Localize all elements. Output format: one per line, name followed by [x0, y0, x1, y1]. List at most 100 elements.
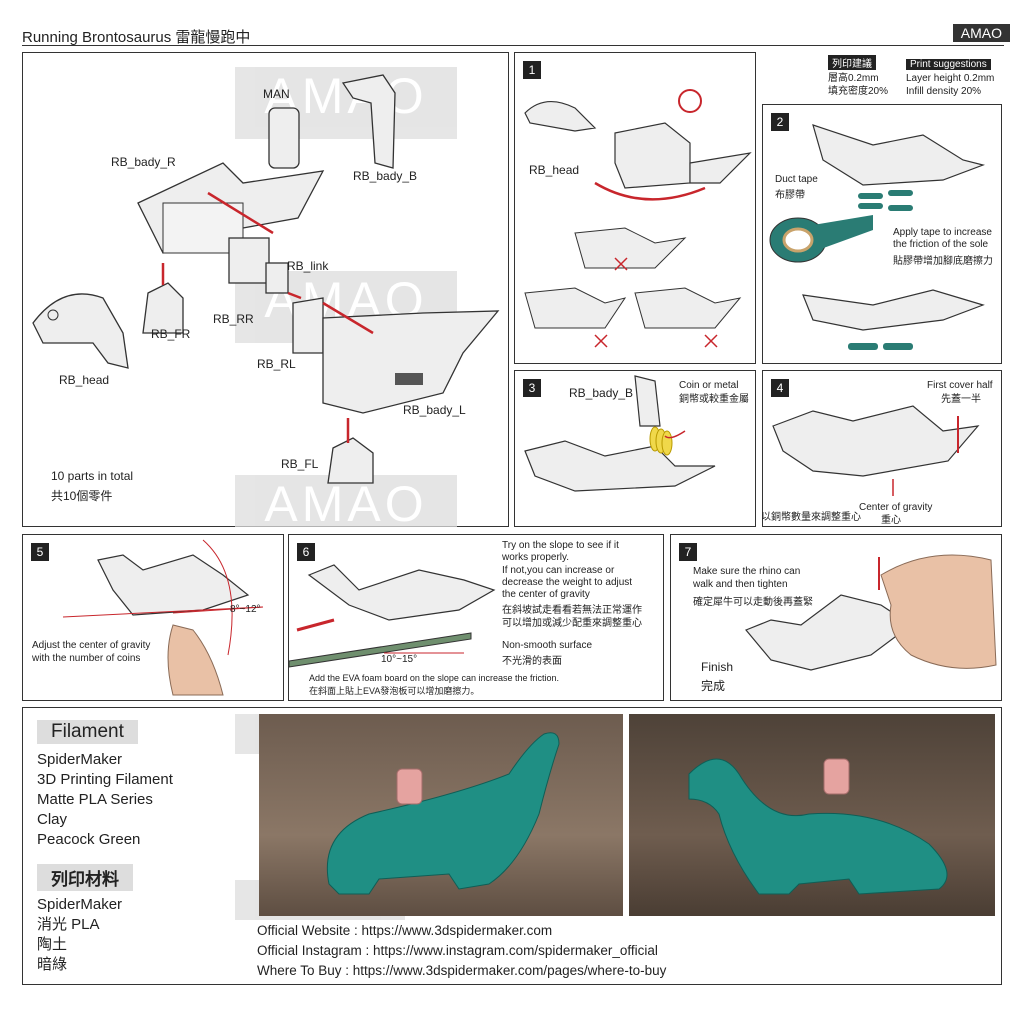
apply-tape-zh: 貼膠帶增加腳底磨擦力 — [893, 256, 993, 267]
step-6-panel: 6 Try on the slope to see if it works pr… — [288, 534, 664, 701]
step-5-text-1: Adjust the center of gravity — [32, 640, 151, 651]
print-infill-en: Infill density 20% — [906, 86, 982, 97]
step-1-head-label: RB_head — [529, 163, 580, 177]
website-link[interactable]: Official Website : https://www.3dspiderm… — [257, 923, 553, 938]
coin-en: Coin or metal — [679, 380, 739, 391]
step-3-panel: 3 RB_bady_B Coin or metal 銅幣或較重金屬 — [514, 370, 756, 527]
filament-section-en: Filament SpiderMaker 3D Printing Filamen… — [37, 720, 173, 850]
step-2-panel: 2 Duct tape 布膠帶 Apply tape to increase t… — [762, 104, 1002, 364]
filament-heading-en: Filament — [37, 720, 138, 744]
step-3-illustration — [524, 375, 716, 492]
part-label-man: MAN — [263, 87, 290, 101]
part-label-rr: RB_RR — [213, 312, 254, 326]
filament-item: 消光 PLA — [37, 916, 100, 933]
step-1-illustration — [524, 89, 752, 348]
part-label-rl: RB_RL — [257, 357, 296, 371]
watermark: AMAO — [235, 475, 457, 532]
part-label-head: RB_head — [59, 373, 110, 387]
print-suggestions-zh: 列印建議 層高0.2mm 填充密度20% — [828, 54, 888, 98]
step-4-panel: 4 First cover half 先蓋一半 Center of gravit… — [761, 370, 1002, 527]
step-6-try-5: the center of gravity — [502, 589, 590, 600]
first-cover-en: First cover half — [927, 380, 993, 391]
print-tag-en: Print suggestions — [906, 59, 991, 70]
parts-total-en: 10 parts in total — [51, 469, 134, 483]
filament-item: 3D Printing Filament — [37, 771, 173, 788]
step-1-panel: 1 RB_head — [514, 52, 756, 364]
filament-section-zh: 列印材料 SpiderMaker 消光 PLA 陶土 暗綠 — [37, 864, 133, 975]
part-label-body-l: RB_bady_L — [403, 403, 466, 417]
step-3-body-b-label: RB_bady_B — [569, 386, 634, 400]
step-6-try-3: If not,you can increase or — [502, 565, 615, 576]
step-6-try-2: works properly. — [502, 552, 570, 563]
part-label-fr: RB_FR — [151, 327, 191, 341]
eva-en: Add the EVA foam board on the slope can … — [309, 673, 559, 683]
step-5-illustration — [62, 539, 264, 696]
step-5-text-2: with the number of coins — [32, 653, 141, 664]
surface-zh: 不光滑的表面 — [502, 656, 562, 667]
step-number: 7 — [679, 543, 697, 561]
filament-panel: AMAO AMAO Filament SpiderMaker 3D Printi… — [22, 707, 1002, 985]
apply-tape-en-1: Apply tape to increase — [893, 227, 992, 238]
step-6-try-1: Try on the slope to see if it — [502, 540, 619, 551]
step-7-text-zh: 確定犀牛可以走動後再蓋緊 — [693, 597, 813, 608]
step-number: 4 — [771, 379, 789, 397]
instagram-link[interactable]: Official Instagram : https://www.instagr… — [257, 943, 658, 958]
step-2-illustration — [769, 124, 986, 350]
step-6-try-zh-2: 可以增加或減少配重來調整重心 — [502, 618, 642, 629]
step-7-text-2: walk and then tighten — [693, 579, 788, 590]
gravity-zh: 重心 — [881, 515, 901, 526]
filament-item: Matte PLA Series — [37, 791, 153, 808]
print-layer-zh: 層高0.2mm — [828, 73, 879, 84]
step-number: 5 — [31, 543, 49, 561]
print-layer-en: Layer height 0.2mm — [906, 73, 995, 84]
step-4-illustration — [772, 405, 980, 496]
coin-zh: 銅幣或較重金屬 — [679, 394, 749, 405]
step-7-text-1: Make sure the rhino can — [693, 566, 801, 577]
step-7-panel: 7 Make sure the rhino can walk and then … — [670, 534, 1002, 701]
duct-tape-zh: 布膠帶 — [775, 190, 805, 201]
finish-en: Finish — [701, 660, 734, 674]
finish-zh: 完成 — [701, 679, 726, 693]
step-6-try-zh-1: 在斜坡試走看看若無法正常運作 — [502, 605, 642, 616]
page-title: Running Brontosaurus 雷龍慢跑中 — [22, 29, 251, 46]
print-tag-zh: 列印建議 — [828, 55, 876, 70]
step-6-illustration — [289, 564, 496, 668]
filament-item: Clay — [37, 811, 68, 828]
brand-badge: AMAO — [952, 24, 1010, 42]
eva-zh: 在斜面上貼上EVA發泡板可以增加磨擦力。 — [309, 686, 480, 696]
exploded-parts-illustration — [32, 74, 500, 484]
where-to-buy-link[interactable]: Where To Buy : https://www.3dspidermaker… — [257, 963, 667, 978]
step-number: 3 — [523, 379, 541, 397]
parts-panel: AMAO AMAO AMAO MAN RB_bady_B RB_bady_R R… — [22, 52, 509, 532]
first-cover-zh: 先蓋一半 — [941, 394, 981, 405]
part-label-link: RB_link — [287, 259, 329, 273]
duct-tape-en: Duct tape — [775, 174, 818, 185]
surface-en: Non-smooth surface — [502, 640, 593, 651]
parts-total-zh: 共10個零件 — [51, 489, 113, 503]
step-number: 6 — [297, 543, 315, 561]
print-suggestions-en: Print suggestions Layer height 0.2mm Inf… — [906, 54, 994, 98]
part-label-body-r: RB_bady_R — [111, 155, 176, 169]
product-photo-left — [259, 714, 623, 916]
gravity-en: Center of gravity — [859, 502, 933, 513]
filament-item: 陶土 — [37, 936, 68, 953]
step-6-try-4: decrease the weight to adjust — [502, 577, 633, 588]
filament-item: SpiderMaker — [37, 896, 123, 913]
part-label-body-b: RB_bady_B — [353, 169, 418, 183]
product-photo-right — [629, 714, 995, 916]
step-5-angle: 8°~12° — [230, 604, 261, 615]
step-7-illustration — [745, 554, 997, 671]
brontosaurus-photo-right — [688, 758, 948, 895]
apply-tape-en-2: the friction of the sole — [893, 239, 989, 250]
print-infill-zh: 填充密度20% — [828, 86, 889, 97]
filament-item: Peacock Green — [37, 831, 141, 848]
filament-item: 暗綠 — [37, 956, 68, 973]
step-number: 1 — [523, 61, 541, 79]
step-number: 2 — [771, 113, 789, 131]
step-5-panel: 5 8°~12° Adjust the center of gravity wi… — [22, 534, 284, 701]
brontosaurus-photo-left — [326, 732, 560, 895]
slope-angle: 10°~15° — [381, 654, 418, 665]
filament-heading-zh: 列印材料 — [37, 864, 133, 891]
part-label-fl: RB_FL — [281, 457, 319, 471]
header-rule — [22, 45, 1004, 46]
